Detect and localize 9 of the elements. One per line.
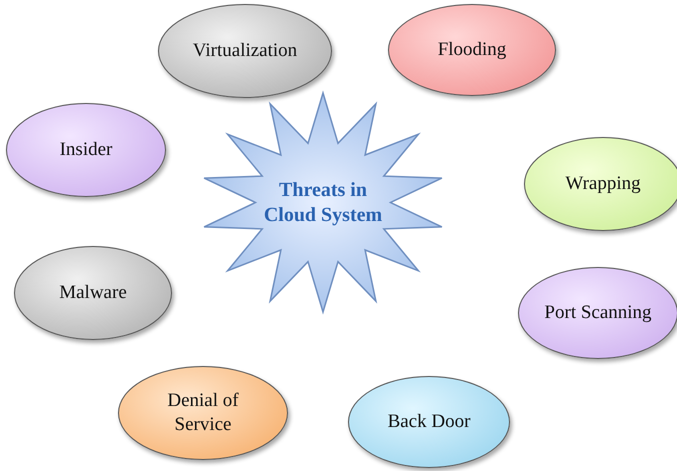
node-label: Wrapping (565, 172, 641, 196)
node-label: Malware (59, 281, 127, 305)
node-label: Flooding (438, 38, 506, 62)
node-label: Insider (60, 138, 112, 162)
node-label: Virtualization (192, 39, 298, 63)
node-label: Denial of Service (166, 389, 240, 437)
node-label: Port Scanning (544, 301, 652, 325)
node-label: Threats in Cloud System (262, 178, 384, 228)
node-label: Back Door (388, 410, 470, 434)
